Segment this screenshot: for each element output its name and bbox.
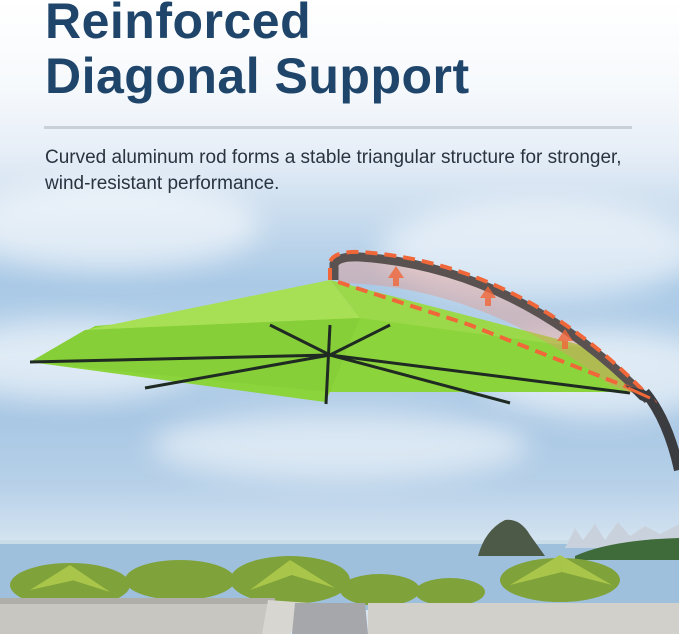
canopy-edge-dashes: [337, 280, 641, 394]
arrow-up-icon: [388, 266, 573, 349]
umbrella-ribs: [29, 323, 631, 405]
terrace-wall-left: [0, 600, 275, 634]
rod-highlight-dashes: [328, 249, 658, 406]
island-rock: [478, 519, 545, 556]
cloud: [380, 200, 679, 300]
umbrella-pole: [641, 388, 679, 472]
page-title: Reinforced Diagonal Support: [45, 0, 470, 104]
forest-shore: [575, 538, 679, 560]
title-line-2: Diagonal Support: [45, 48, 470, 104]
cloud: [150, 410, 530, 480]
cloud: [0, 180, 260, 270]
terrace-wall-right: [368, 603, 679, 634]
feature-description: Curved aluminum rod forms a stable trian…: [45, 147, 622, 194]
curved-aluminum-rod: [329, 252, 652, 404]
divider: [44, 126, 632, 129]
title-line-1: Reinforced: [45, 0, 312, 49]
palm-trees: [10, 556, 620, 607]
walkway: [292, 603, 368, 634]
